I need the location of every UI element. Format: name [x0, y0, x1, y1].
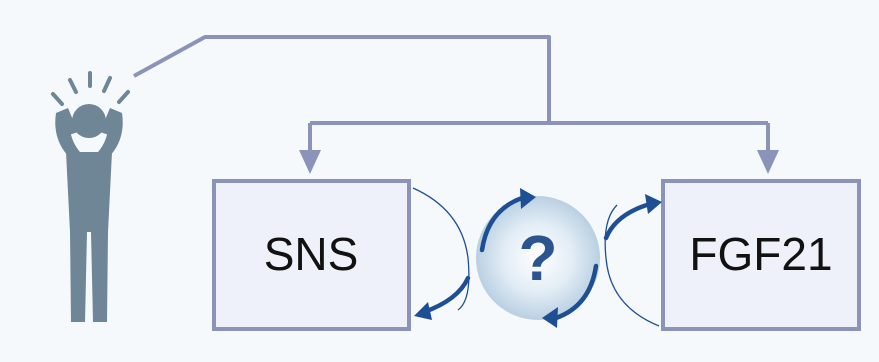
arrowhead-to-sns: [299, 150, 321, 174]
question-glow: [476, 196, 600, 320]
cycle-arrowheads: [414, 188, 662, 328]
sns-label: SNS: [264, 228, 359, 280]
sns-box: SNS: [212, 179, 411, 331]
arrowhead-to-fgf21: [757, 150, 779, 174]
cycle-arrows-icon: [421, 195, 653, 321]
stressed-person-icon: [51, 71, 130, 322]
fgf21-label: FGF21: [689, 228, 832, 280]
fgf21-box: FGF21: [661, 179, 861, 331]
thin-curves: [412, 187, 660, 327]
question-mark-icon: ?: [518, 222, 557, 294]
connector-lines: [133, 35, 770, 152]
stress-lines-icon: [51, 71, 130, 106]
connector-from-person: [133, 35, 551, 123]
